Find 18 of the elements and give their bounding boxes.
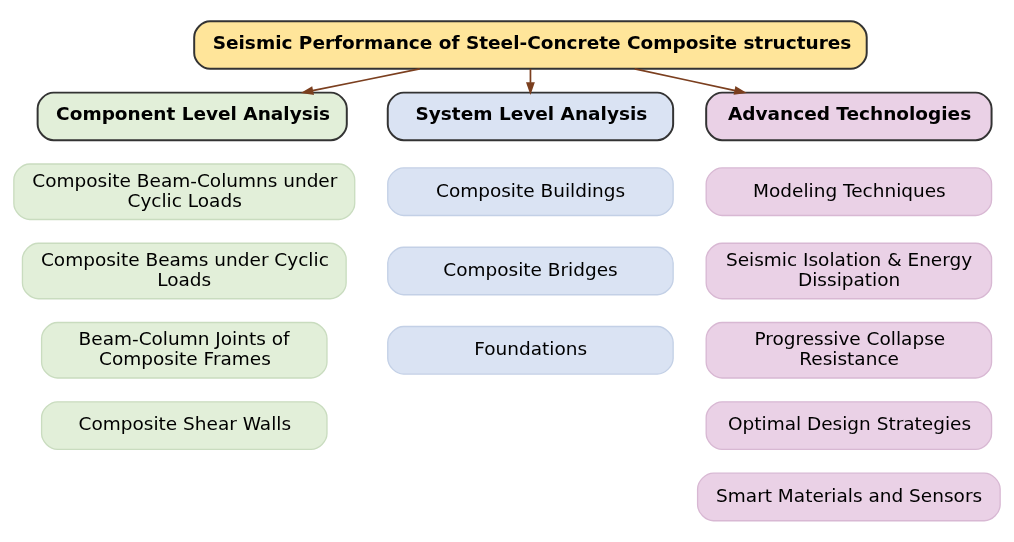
node-box: Optimal Design Strategies (705, 401, 993, 451)
node-box: Beam-Column Joints of Composite Frames (40, 321, 328, 379)
node-box: Composite Shear Walls (40, 401, 328, 451)
node-box: Seismic Isolation & Energy Dissipation (705, 242, 993, 300)
arrow (633, 68, 747, 95)
node-box: Advanced Technologies (705, 91, 993, 142)
node-box: Modeling Techniques (705, 167, 993, 217)
node-box: Component Level Analysis (36, 91, 348, 142)
node-box: Smart Materials and Sensors (696, 472, 1001, 522)
node-box: Foundations (387, 325, 674, 375)
node-box: System Level Analysis (386, 91, 675, 142)
node-box: Seismic Performance of Steel-Concrete Composite structures (193, 20, 868, 70)
node-box: Composite Bridges (387, 246, 674, 296)
node-box: Composite Beam-Columns under Cyclic Loads (13, 163, 356, 221)
node-box: Composite Beams under Cyclic Loads (21, 242, 347, 300)
node-box: Progressive Collapse Resistance (705, 321, 993, 379)
node-box: Composite Buildings (387, 167, 674, 217)
arrow (300, 68, 421, 95)
